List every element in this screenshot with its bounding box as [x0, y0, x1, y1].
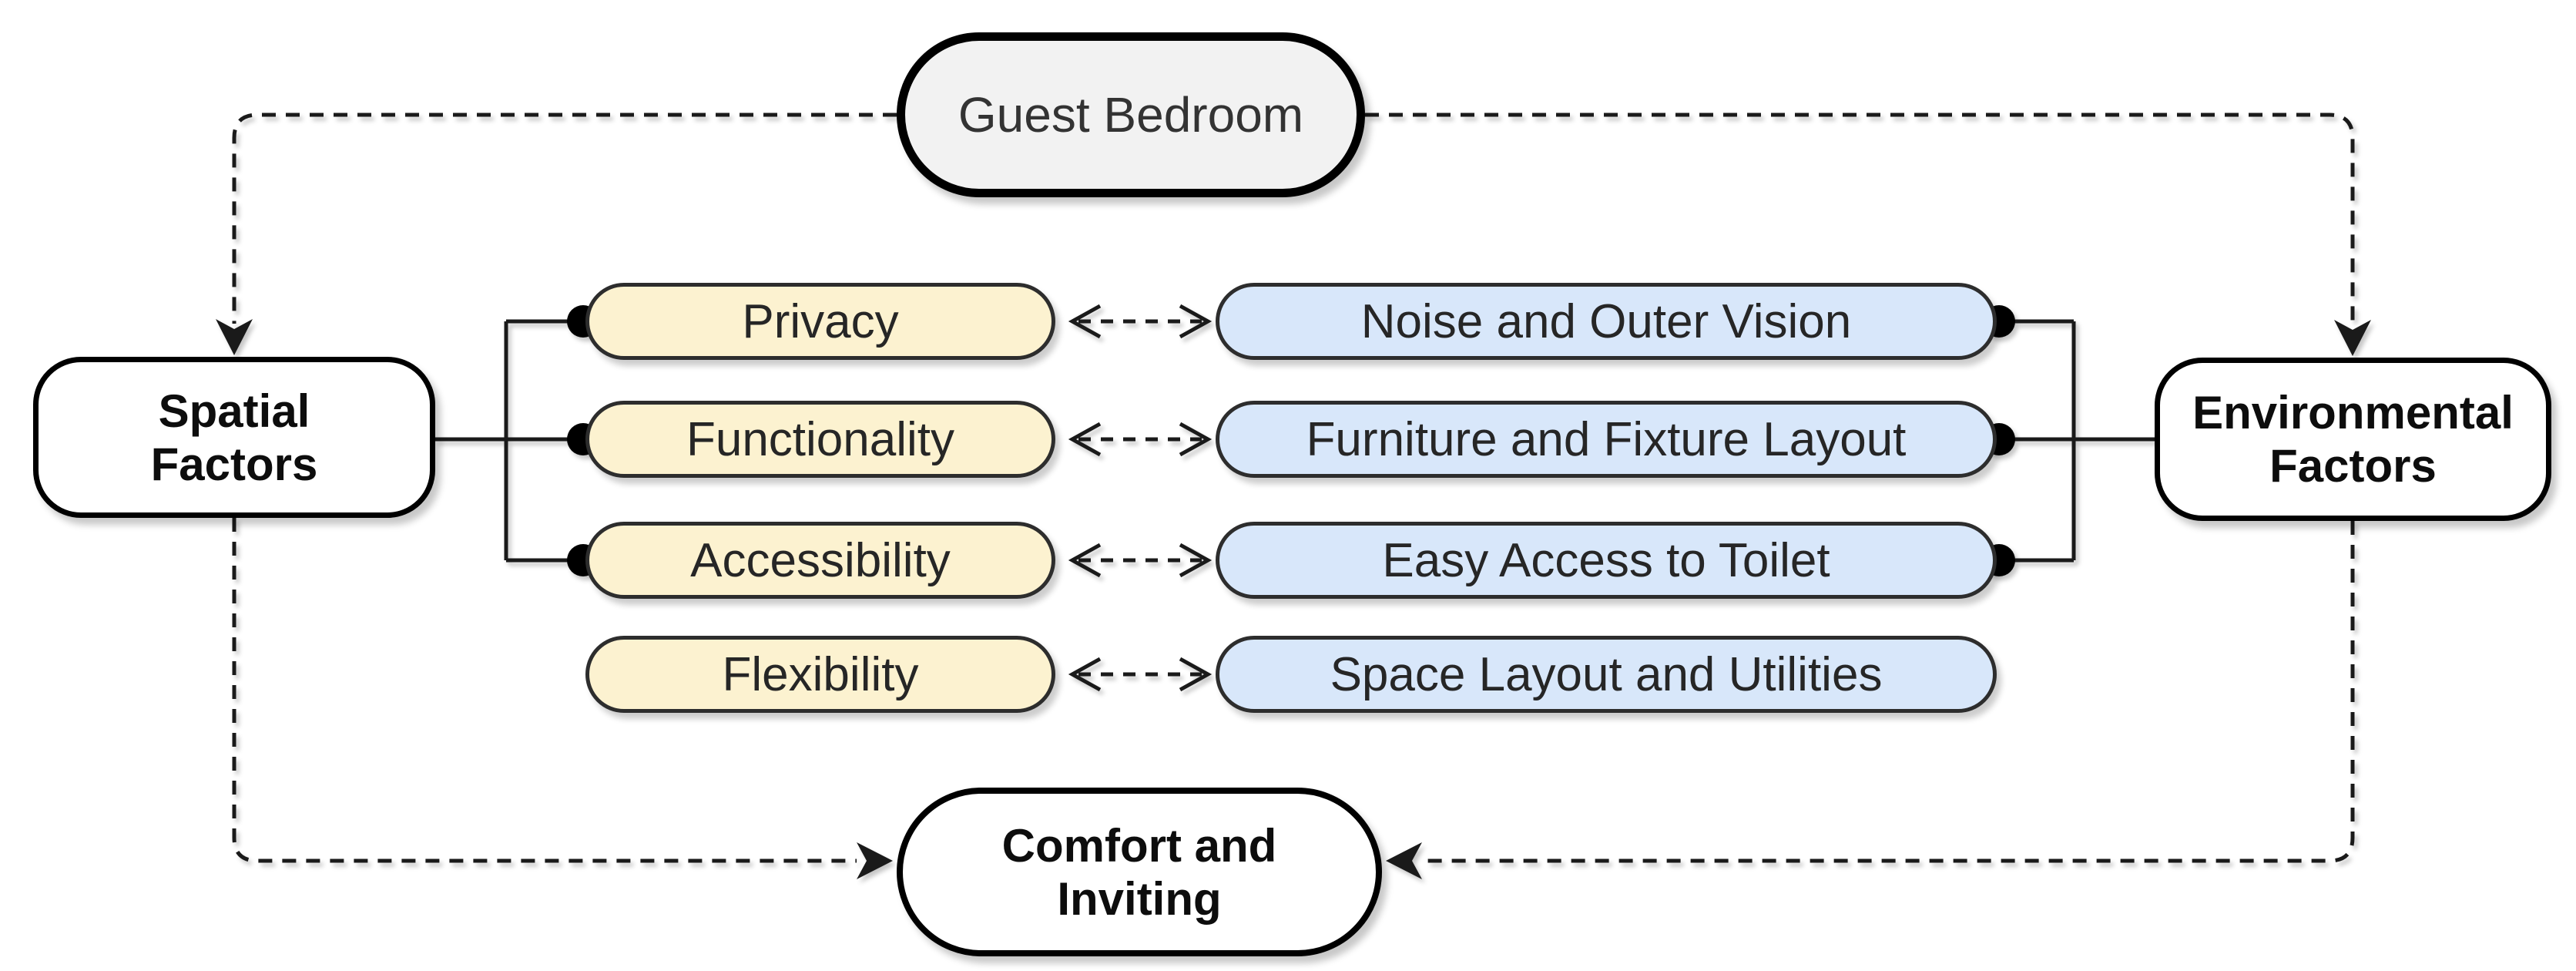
arrowhead-into-environmental: [2334, 320, 2371, 356]
item-noise-and-outer-vision: Noise and Outer Vision: [1216, 283, 1997, 360]
edge-root-to-spatial: [232, 113, 897, 324]
item-space-layout-and-utilities-label: Space Layout and Utilities: [1330, 647, 1883, 701]
item-easy-access-to-toilet-label: Easy Access to Toilet: [1382, 533, 1830, 587]
item-noise-and-outer-vision-label: Noise and Outer Vision: [1360, 294, 1852, 348]
node-guest-bedroom: Guest Bedroom: [897, 32, 1365, 197]
open-arrowhead-right: [1179, 304, 1213, 339]
edge-pair-row4: [1068, 657, 1213, 692]
item-furniture-and-fixture-layout-label: Furniture and Fixture Layout: [1306, 412, 1907, 466]
edge-environmental-to-outcome: [1422, 521, 2355, 863]
edge-pair-row3: [1068, 543, 1213, 578]
node-spatial-factors-label: Spatial Factors: [150, 385, 318, 490]
node-spatial-factors: Spatial Factors: [33, 357, 435, 518]
item-flexibility-label: Flexibility: [722, 647, 919, 701]
item-easy-access-to-toilet: Easy Access to Toilet: [1216, 522, 1997, 599]
open-arrowhead-left: [1068, 543, 1102, 578]
arrowhead-into-outcome-left: [857, 842, 893, 879]
open-arrowhead-right: [1179, 543, 1213, 578]
arrowhead-into-outcome-right: [1386, 842, 1422, 879]
edge-pair-row1: [1068, 304, 1213, 339]
open-arrowhead-right: [1179, 422, 1213, 457]
node-comfort-and-inviting-label: Comfort and Inviting: [1001, 819, 1277, 925]
arrowhead-into-spatial: [216, 319, 253, 355]
open-arrowhead-right: [1179, 657, 1213, 692]
item-functionality: Functionality: [585, 401, 1055, 478]
item-privacy-label: Privacy: [742, 294, 899, 348]
node-guest-bedroom-label: Guest Bedroom: [958, 87, 1304, 143]
item-space-layout-and-utilities: Space Layout and Utilities: [1216, 636, 1997, 713]
node-environmental-factors-label: Environmental Factors: [2192, 387, 2514, 492]
edge-pair-row2: [1068, 422, 1213, 457]
item-accessibility-label: Accessibility: [690, 533, 951, 587]
edge-spatial-to-outcome: [232, 518, 857, 863]
open-arrowhead-left: [1068, 657, 1102, 692]
open-arrowhead-left: [1068, 304, 1102, 339]
node-comfort-and-inviting: Comfort and Inviting: [897, 788, 1382, 956]
item-flexibility: Flexibility: [585, 636, 1055, 713]
item-furniture-and-fixture-layout: Furniture and Fixture Layout: [1216, 401, 1997, 478]
item-accessibility: Accessibility: [585, 522, 1055, 599]
item-functionality-label: Functionality: [686, 412, 955, 466]
node-environmental-factors: Environmental Factors: [2155, 358, 2551, 521]
item-privacy: Privacy: [585, 283, 1055, 360]
open-arrowhead-left: [1068, 422, 1102, 457]
edge-root-to-environmental: [1365, 113, 2355, 324]
